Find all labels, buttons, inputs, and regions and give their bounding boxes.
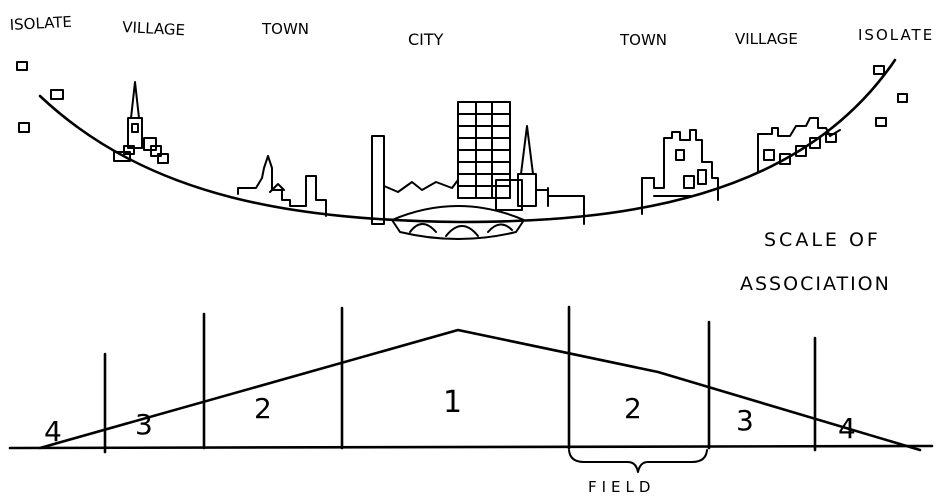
label-town-left: TOWN — [261, 20, 309, 38]
zone-number: 4 — [838, 412, 856, 445]
skyline-illustration — [114, 82, 840, 239]
label-city: CITY — [408, 30, 444, 49]
zone-number: 3 — [736, 404, 754, 437]
village-left-cluster — [114, 82, 168, 163]
village-right-cluster — [758, 118, 840, 172]
association-slope — [40, 330, 920, 450]
town-right-cluster — [642, 130, 718, 214]
zone-number: 2 — [624, 392, 642, 425]
label-isolate-left: ISOLATE — [9, 13, 72, 34]
zone-number: 3 — [135, 408, 153, 441]
label-village-right: VILLAGE — [735, 30, 798, 48]
zone-number: 2 — [254, 392, 272, 425]
settlement-labels: ISOLATE VILLAGE TOWN CITY TOWN VILLAGE I… — [9, 13, 934, 49]
field-bracket — [569, 450, 707, 472]
isolate-houses — [17, 62, 907, 132]
scale-title-line2: ASSOCIATION — [740, 273, 891, 295]
label-village-left: VILLAGE — [122, 18, 186, 39]
scale-title: SCALE OF ASSOCIATION — [740, 229, 891, 295]
label-isolate-right: ISOLATE — [858, 26, 934, 44]
field-label: FIELD — [588, 478, 655, 496]
scale-title-line1: SCALE OF — [764, 229, 881, 251]
zone-diagram: 4 3 2 1 2 3 4 FIELD — [10, 307, 932, 496]
zone-number: 4 — [44, 415, 62, 448]
zone-number: 1 — [443, 385, 462, 420]
label-town-right: TOWN — [619, 31, 667, 49]
baseline — [10, 446, 932, 448]
